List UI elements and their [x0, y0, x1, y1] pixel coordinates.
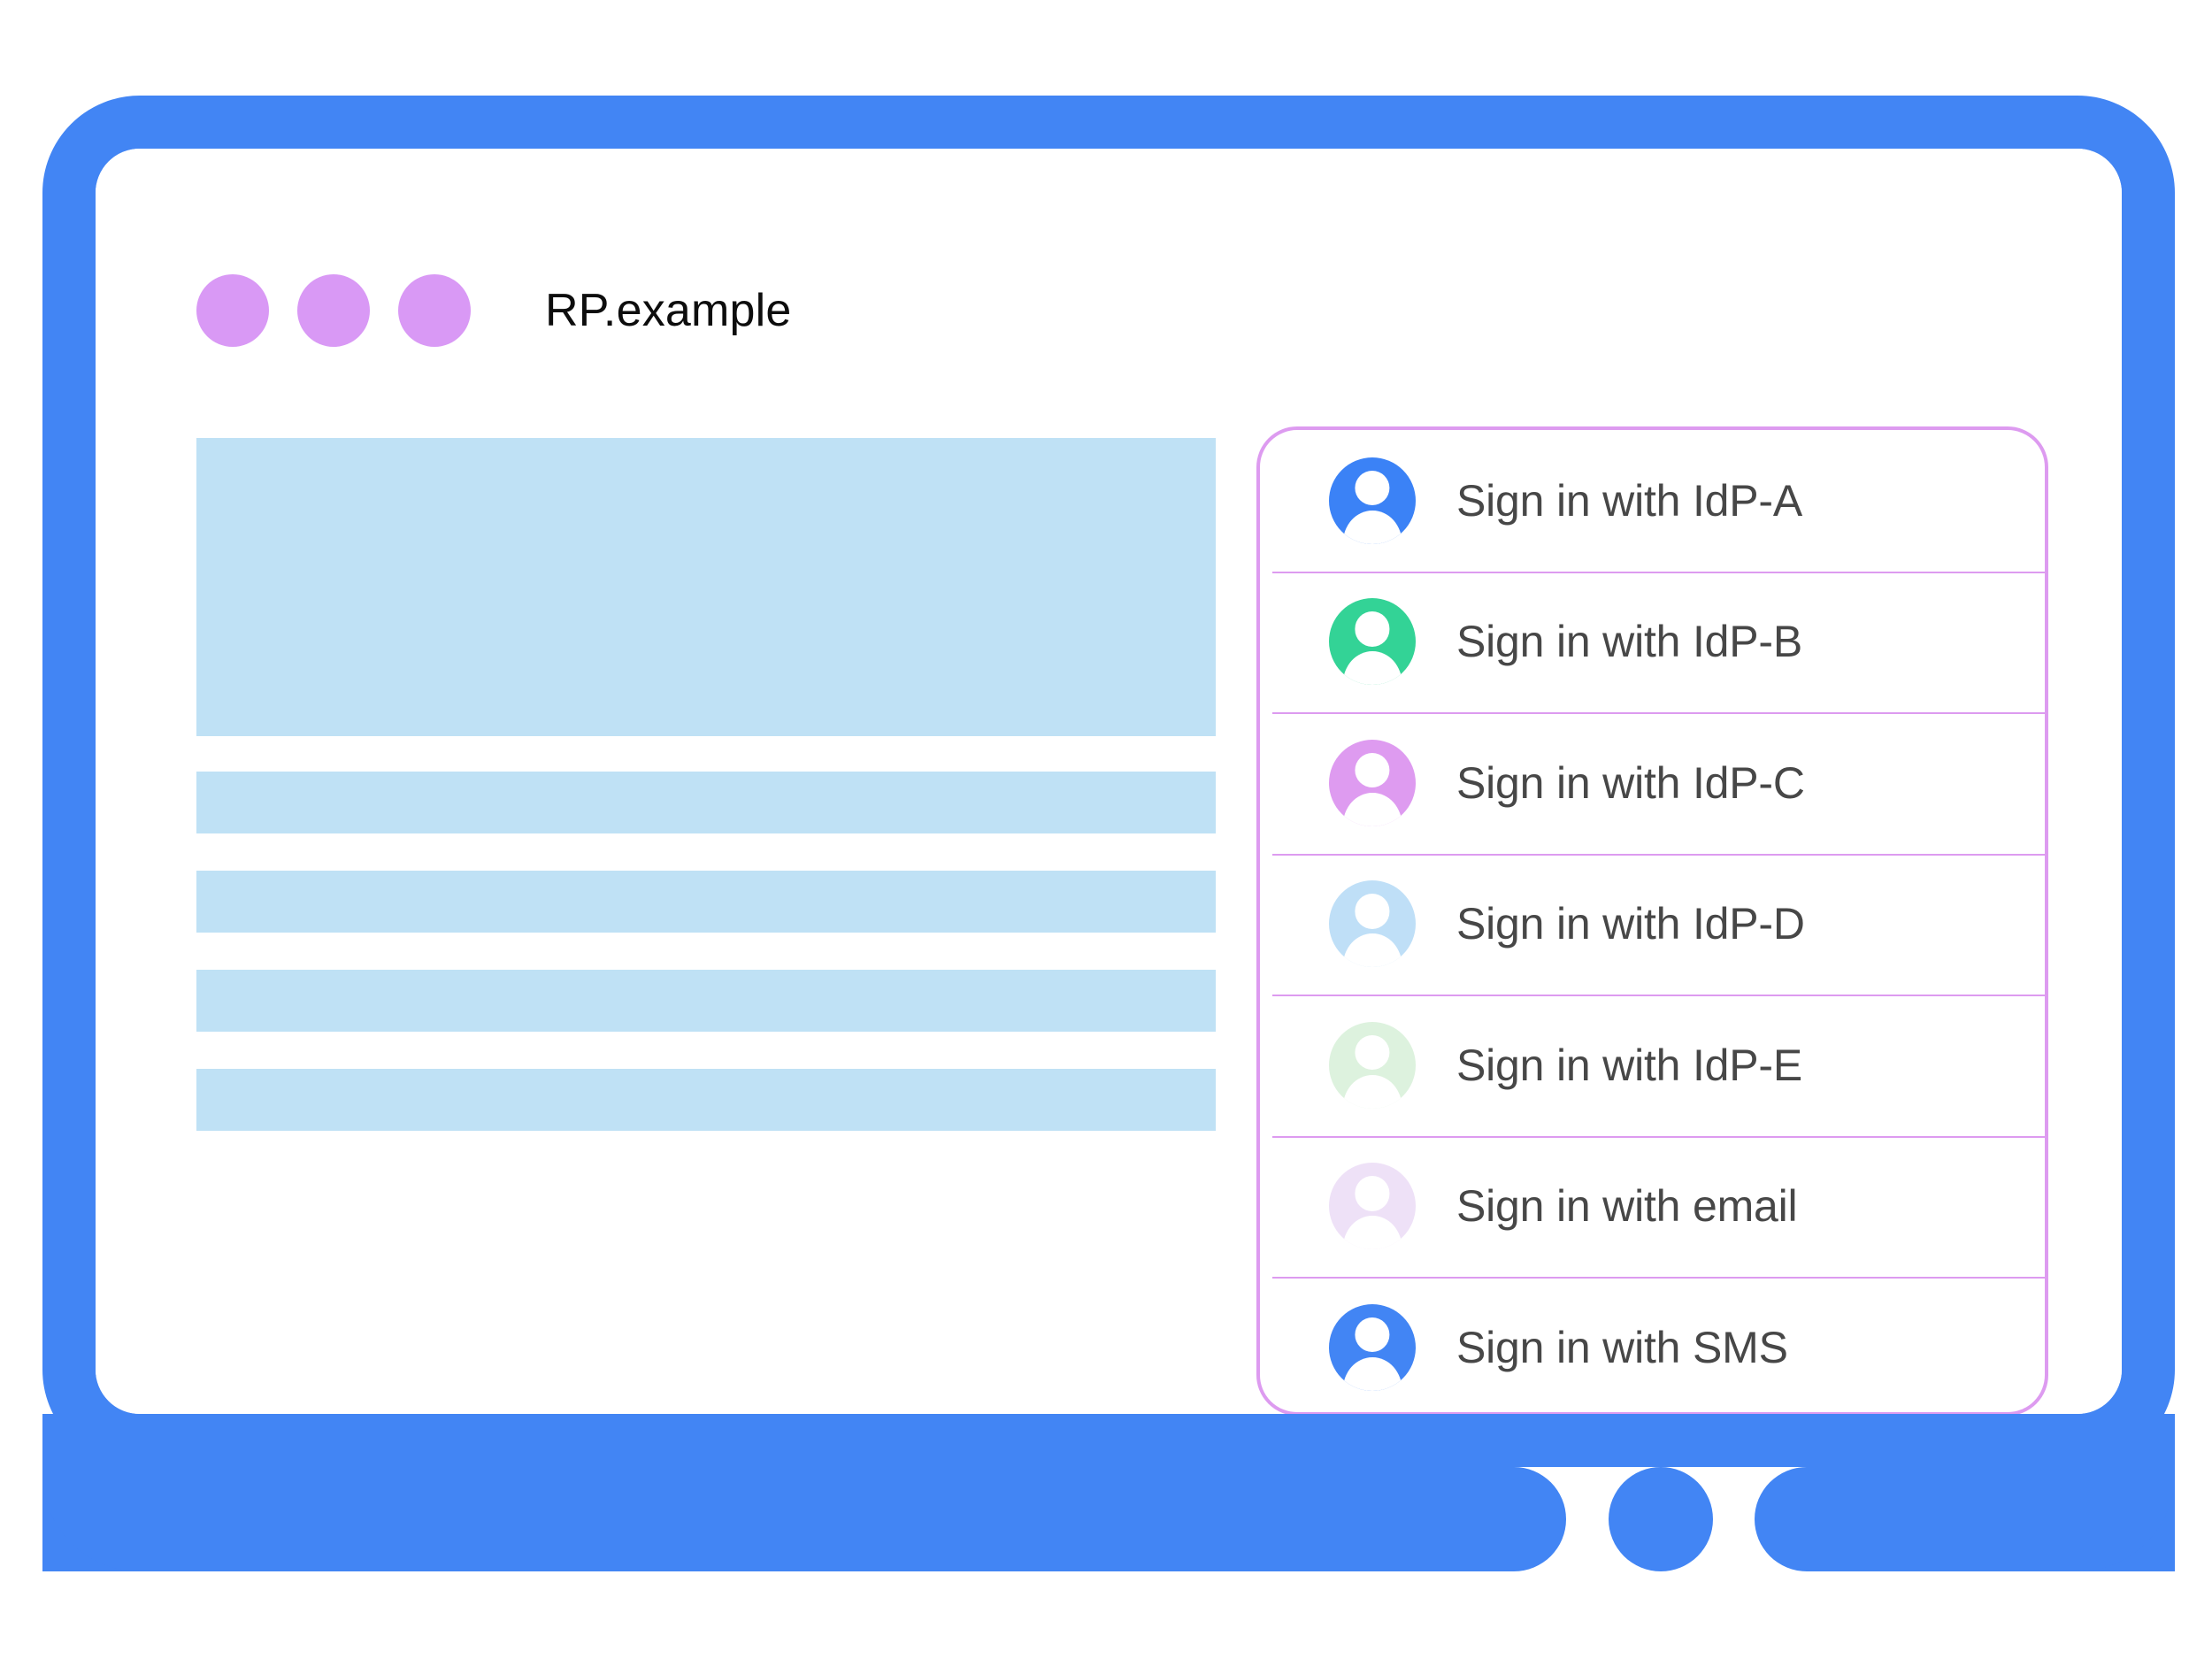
account-label: Sign in with IdP-E	[1456, 1040, 1803, 1090]
avatar-icon	[1329, 739, 1416, 826]
content-bar-placeholder-2	[196, 871, 1216, 933]
avatar-icon	[1329, 598, 1416, 686]
content-bar-placeholder-4	[196, 1069, 1216, 1131]
account-label: Sign in with IdP-B	[1456, 617, 1803, 667]
browser-title-bar: RP.example	[196, 274, 792, 347]
signin-row-idp-e[interactable]: Sign in with IdP-E	[1260, 995, 2045, 1136]
window-dot-1[interactable]	[196, 274, 269, 347]
signin-row-idp-c[interactable]: Sign in with IdP-C	[1260, 712, 2045, 854]
signin-row-email[interactable]: Sign in with email	[1260, 1135, 2045, 1278]
account-chooser-list: Sign in with IdP-A Sign in with IdP-B Sign…	[1260, 430, 2045, 1412]
account-label: Sign in with IdP-A	[1456, 475, 1803, 526]
window-dot-3[interactable]	[398, 274, 471, 347]
avatar-icon	[1329, 880, 1416, 968]
account-label: Sign in with IdP-C	[1456, 757, 1805, 808]
signin-row-sms[interactable]: Sign in with SMS	[1260, 1277, 2045, 1414]
window-dot-2[interactable]	[297, 274, 370, 347]
home-button[interactable]	[1609, 1467, 1713, 1571]
account-chooser-panel: Sign in with IdP-A Sign in with IdP-B Sign…	[1256, 426, 2048, 1414]
signin-row-idp-b[interactable]: Sign in with IdP-B	[1260, 571, 2045, 713]
device-bezel-bottom-right	[1755, 1414, 2175, 1571]
content-bar-placeholder-1	[196, 772, 1216, 833]
avatar-icon	[1329, 457, 1416, 544]
page-content-skeleton	[196, 438, 1216, 1168]
content-bar-placeholder-3	[196, 970, 1216, 1032]
avatar-icon	[1329, 1303, 1416, 1391]
signin-row-idp-a[interactable]: Sign in with IdP-A	[1260, 430, 2045, 572]
content-hero-placeholder	[196, 438, 1216, 736]
device-bezel-bottom-left	[42, 1414, 1566, 1571]
avatar-icon	[1329, 1021, 1416, 1109]
avatar-icon	[1329, 1163, 1416, 1250]
account-label: Sign in with SMS	[1456, 1322, 1788, 1372]
account-label: Sign in with IdP-D	[1456, 899, 1805, 949]
account-label: Sign in with email	[1456, 1181, 1798, 1232]
signin-row-idp-d[interactable]: Sign in with IdP-D	[1260, 853, 2045, 995]
page-title: RP.example	[545, 285, 792, 336]
